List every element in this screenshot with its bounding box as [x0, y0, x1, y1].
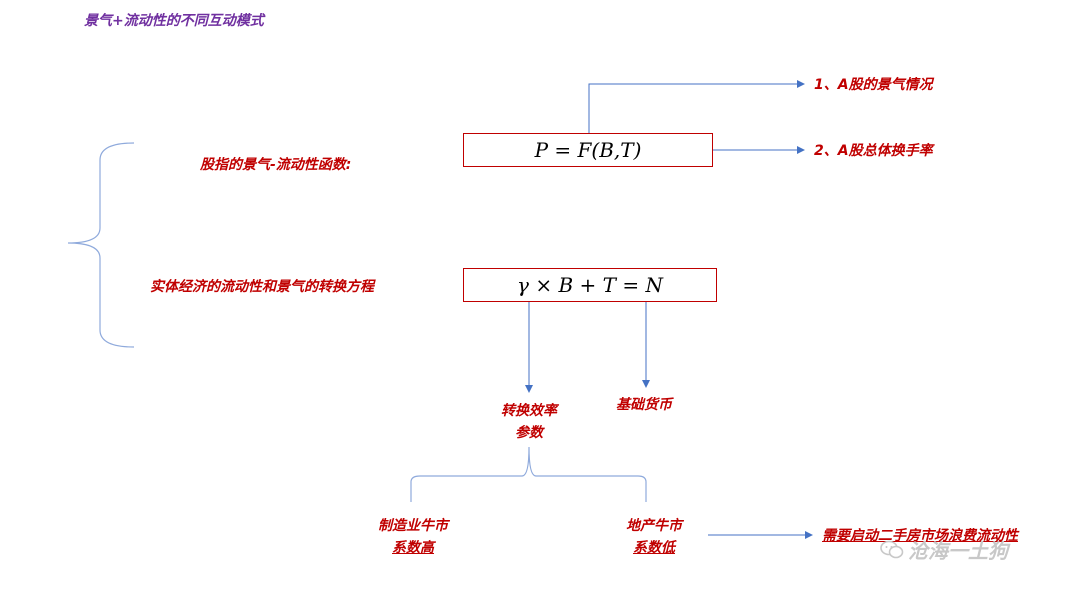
arrow-to-sentiment — [588, 80, 805, 133]
realestate-line2: 系数低 — [633, 540, 675, 556]
formula-pft: P = F(B,T) — [534, 138, 642, 162]
efficiency-line2: 参数 — [515, 425, 543, 441]
diagram-title: 景气+流动性的不同互动模式 — [84, 13, 264, 29]
manufacturing-line2: 系数高 — [392, 540, 434, 556]
bottom-brace — [410, 446, 647, 502]
base-money: 基础货币 — [616, 397, 672, 413]
realestate-line1: 地产牛市 — [626, 518, 682, 534]
formula-box-conversion: γ × B + T = N — [463, 268, 717, 302]
realestate-regime: 地产牛市 系数低 — [614, 515, 694, 557]
watermark-text: 沧海一土狗 — [908, 539, 1008, 563]
left-brace — [67, 142, 135, 348]
secondhand-housing: 需要启动二手房市场浪费流动性 — [822, 528, 1018, 544]
watermark: 沧海一土狗 — [880, 535, 1008, 564]
wechat-icon — [880, 540, 904, 558]
output-turnover: 2、A股总体换手率 — [814, 143, 933, 159]
manufacturing-regime: 制造业牛市 系数高 — [368, 515, 458, 557]
efficiency-line1: 转换效率 — [501, 403, 557, 419]
manufacturing-line1: 制造业牛市 — [378, 518, 448, 534]
formula-conversion: γ × B + T = N — [517, 273, 663, 297]
efficiency-param: 转换效率 参数 — [493, 400, 565, 442]
conversion-label: 实体经济的流动性和景气的转换方程 — [150, 279, 374, 295]
function-label: 股指的景气-流动性函数: — [200, 157, 352, 173]
output-sentiment: 1、A股的景气情况 — [814, 77, 933, 93]
formula-box-pft: P = F(B,T) — [463, 133, 713, 167]
